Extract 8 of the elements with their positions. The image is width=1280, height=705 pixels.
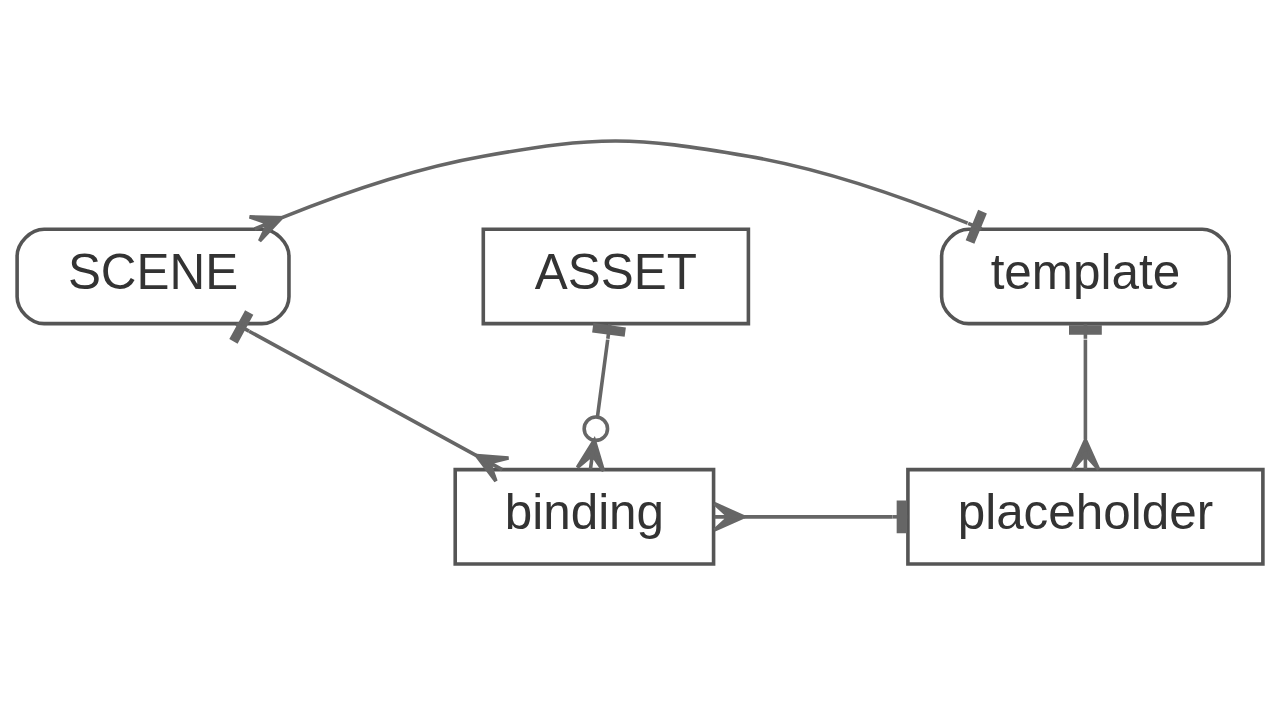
connector <box>575 323 626 473</box>
node-box: template <box>939 227 1231 326</box>
connector <box>229 310 511 483</box>
node-box: placeholder <box>906 467 1265 566</box>
node-box: ASSET <box>481 227 751 326</box>
node-box: binding <box>453 467 716 566</box>
node-box: SCENE <box>15 227 291 326</box>
connector <box>247 139 987 244</box>
